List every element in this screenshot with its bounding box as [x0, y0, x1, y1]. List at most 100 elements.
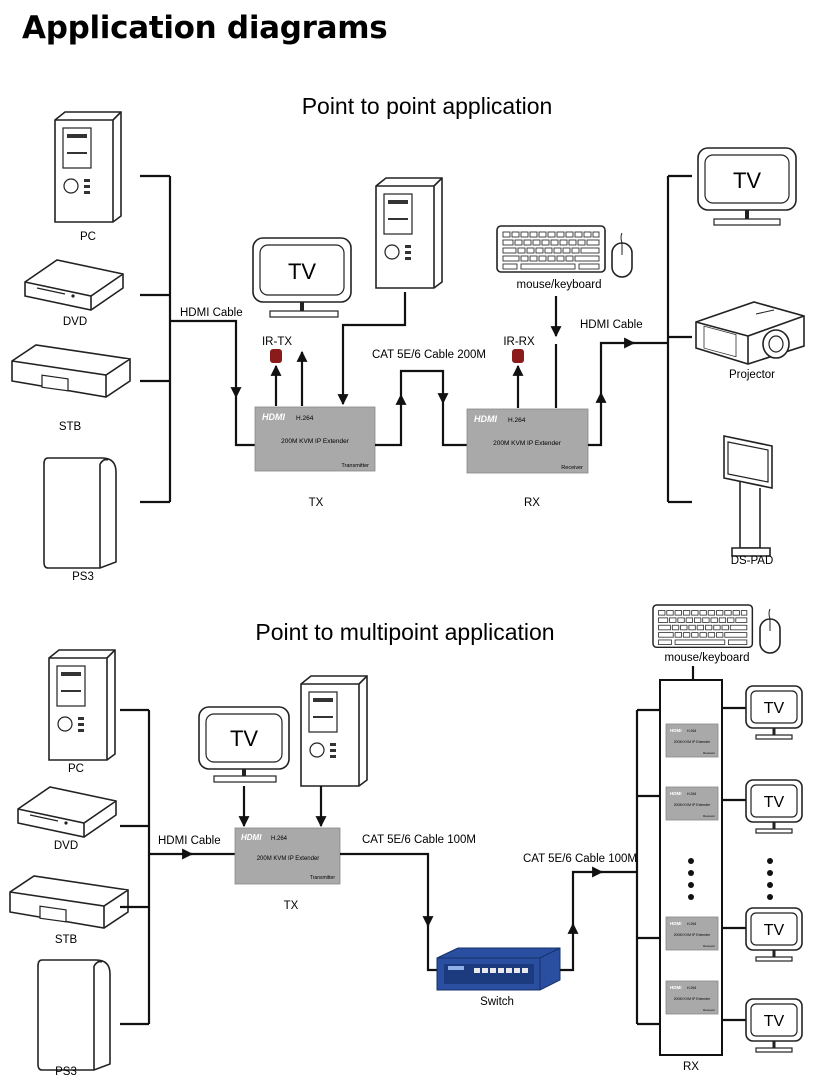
- s2-stb-icon: [9, 875, 129, 929]
- s1-pc-icon: [54, 111, 122, 223]
- s1-projector-icon: [695, 301, 805, 365]
- svg-text:HDMI: HDMI: [670, 921, 682, 926]
- s2-rx-ellipsis: [688, 858, 694, 900]
- s2-output-label: TV: [764, 922, 785, 939]
- s1-tx-type: Transmitter: [341, 463, 369, 469]
- svg-text:200M KVM IP Extender: 200M KVM IP Extender: [674, 740, 711, 744]
- s2-tv-icon: [198, 706, 290, 783]
- s1-rx-device: HDMI H.264 200M KVM IP Extender Receiver: [466, 408, 589, 474]
- s1-ir-rx-sensor: [512, 349, 524, 363]
- s2-rx-unit: HDMI H.264 200M KVM IP Extender Receiver: [665, 786, 719, 821]
- s2-mouse-label: mouse/keyboard: [664, 652, 749, 664]
- s2-rx-unit: HDMI H.264 200M KVM IP Extender Receiver: [665, 723, 719, 758]
- s1-tv-icon: [252, 237, 352, 318]
- s1-source-label: PS3: [72, 571, 94, 583]
- s2-switch-to-rx-cable: [560, 708, 660, 1026]
- s1-ir-tx-label: IR-TX: [262, 336, 292, 348]
- s2-output-tv-icon: [745, 998, 803, 1053]
- svg-text:H.264: H.264: [687, 986, 696, 990]
- s1-cable-label: CAT 5E/6 Cable 200M: [372, 349, 486, 361]
- s1-tx-label: TX: [309, 497, 324, 509]
- s2-output-label: TV: [764, 700, 785, 717]
- s2-rx-unit: HDMI H.264 200M KVM IP Extender Receiver: [665, 916, 719, 951]
- s2-tv-ellipsis: [767, 858, 773, 900]
- s2-source-label: DVD: [54, 840, 78, 852]
- s1-dvd-icon: [24, 259, 124, 311]
- s1-rx-label: RX: [524, 497, 540, 509]
- s2-switch-icon: [436, 947, 561, 991]
- s1-rx-codec: H.264: [508, 417, 526, 424]
- s2-cable-label-rx: CAT 5E/6 Cable 100M: [523, 853, 637, 865]
- s1-ir-rx-label: IR-RX: [503, 336, 535, 348]
- s1-tx-codec: H.264: [296, 415, 314, 422]
- s2-source-label: PC: [68, 763, 84, 775]
- s1-source-label: STB: [59, 421, 82, 433]
- s1-output-label: DS-PAD: [731, 555, 774, 567]
- s2-tx-device: HDMI H.264 200M KVM IP Extender Transmit…: [234, 827, 341, 885]
- s2-source-bus: [120, 708, 235, 1026]
- svg-text:Receiver: Receiver: [703, 814, 715, 818]
- svg-text:HDMI: HDMI: [670, 985, 682, 990]
- s2-tx-brand: HDMI: [241, 833, 262, 842]
- s2-tx-name: 200M KVM IP Extender: [257, 856, 320, 862]
- s2-tv-links: [722, 706, 746, 1022]
- s2-output-label: TV: [764, 794, 785, 811]
- s2-tx-to-switch-cable: [340, 852, 437, 972]
- s1-source-label: DVD: [63, 316, 87, 328]
- svg-text:200M KVM IP Extender: 200M KVM IP Extender: [674, 997, 711, 1001]
- svg-text:Receiver: Receiver: [703, 944, 715, 948]
- s2-hdmi-in-label: HDMI Cable: [158, 835, 221, 847]
- page-title: Application diagrams: [22, 10, 388, 46]
- s2-tx-type: Transmitter: [310, 875, 335, 881]
- s2-output-tv-icon: [745, 685, 803, 740]
- svg-text:200M KVM IP Extender: 200M KVM IP Extender: [674, 933, 711, 937]
- s1-tx-name: 200M KVM IP Extender: [281, 438, 350, 445]
- s1-mouse-icon: [611, 232, 633, 278]
- s1-ps3-icon: [43, 457, 117, 569]
- s1-rx-name: 200M KVM IP Extender: [493, 440, 562, 447]
- s1-ir-tx-sensor: [270, 349, 282, 363]
- s1-keyboard-icon: [496, 225, 606, 273]
- s1-output-bus: [588, 174, 692, 504]
- svg-text:Receiver: Receiver: [703, 751, 715, 755]
- s2-output-tv-icon: [745, 907, 803, 962]
- s1-output-label: TV: [733, 168, 761, 193]
- s1-tx-brand: HDMI: [262, 412, 285, 422]
- s2-tx-label: TX: [284, 900, 299, 912]
- s2-source-label: STB: [55, 934, 78, 946]
- svg-text:HDMI: HDMI: [670, 728, 682, 733]
- s2-tx-codec: H.264: [271, 836, 288, 842]
- s1-stb-icon: [11, 344, 131, 398]
- s1-dspad-icon: [723, 435, 773, 557]
- svg-text:H.264: H.264: [687, 792, 696, 796]
- svg-text:HDMI: HDMI: [670, 791, 682, 796]
- s1-tx-pc-icon: [375, 177, 443, 289]
- s2-mouse-icon: [759, 608, 781, 654]
- s1-source-bus: [140, 174, 255, 504]
- s1-mouse-label: mouse/keyboard: [516, 279, 601, 291]
- s1-output-label: Projector: [729, 369, 775, 381]
- s1-title: Point to point application: [302, 93, 553, 119]
- s2-ps3-icon: [37, 959, 111, 1071]
- s2-rx-label: RX: [683, 1061, 699, 1073]
- s1-output-tv-icon: [697, 147, 797, 226]
- s2-keyboard-icon: [652, 604, 754, 649]
- s1-cat-cable: [375, 369, 467, 447]
- s1-rx-type: Receiver: [561, 465, 583, 471]
- s2-switch-label: Switch: [480, 996, 514, 1008]
- s1-hdmi-out-label: HDMI Cable: [580, 319, 643, 331]
- s1-source-label: PC: [80, 231, 96, 243]
- svg-text:200M KVM IP Extender: 200M KVM IP Extender: [674, 803, 711, 807]
- s2-cable-label-tx: CAT 5E/6 Cable 100M: [362, 834, 476, 846]
- s2-pc-icon: [48, 649, 116, 761]
- svg-text:H.264: H.264: [687, 922, 696, 926]
- s2-tx-pc-icon: [300, 675, 368, 787]
- svg-text:Receiver: Receiver: [703, 1008, 715, 1012]
- s2-dvd-icon: [17, 786, 117, 838]
- s2-source-label: PS3: [55, 1066, 77, 1078]
- s2-rx-unit: HDMI H.264 200M KVM IP Extender Receiver: [665, 980, 719, 1015]
- s2-title: Point to multipoint application: [255, 619, 554, 645]
- s1-rx-brand: HDMI: [474, 414, 497, 424]
- s1-tx-device: HDMI H.264 200M KVM IP Extender Transmit…: [254, 406, 376, 472]
